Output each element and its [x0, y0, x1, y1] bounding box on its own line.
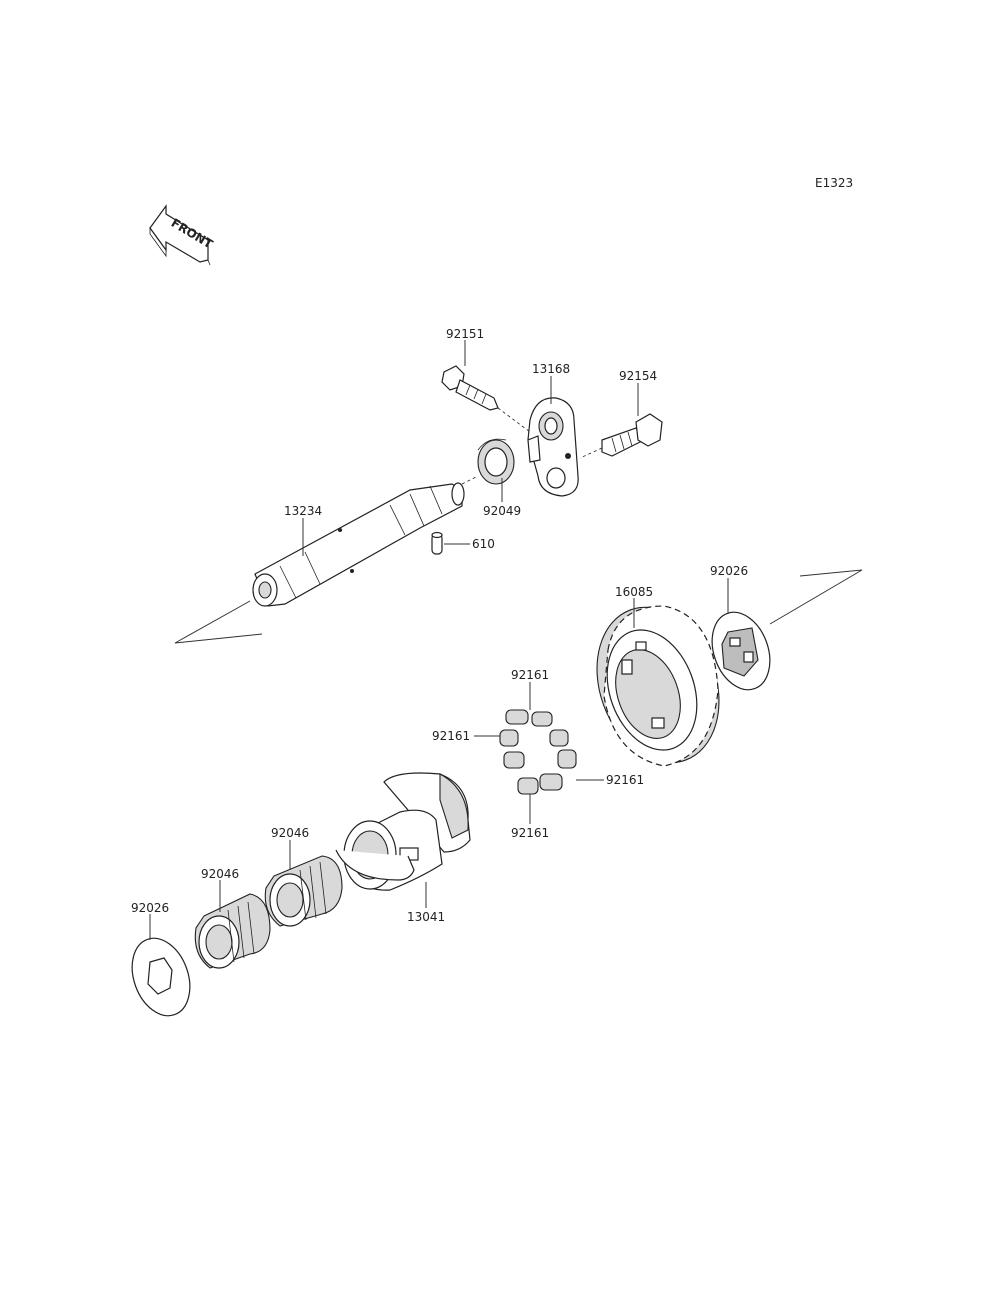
clutch-13041 [335, 772, 471, 891]
callout-92161-left: 92161 [432, 729, 470, 743]
front-arrow-icon: FRONT [149, 204, 216, 266]
callout-92046-upper: 92046 [271, 826, 309, 840]
callout-92154: 92154 [619, 369, 657, 383]
pin-610 [431, 531, 443, 555]
callout-13168: 13168 [532, 362, 570, 376]
bearing-92046-right [264, 855, 343, 927]
callout-92161-bottom: 92161 [511, 826, 549, 840]
leader-lines [149, 340, 729, 940]
callout-13041: 13041 [407, 910, 445, 924]
callout-92046-lower: 92046 [201, 867, 239, 881]
callout-92161-top: 92161 [511, 668, 549, 682]
washer-92026-upper [711, 611, 771, 691]
rollers-92161 [499, 709, 577, 795]
bracket-13168 [527, 397, 579, 497]
axis-guide-right [769, 569, 863, 625]
gear-16085 [596, 605, 720, 767]
washer-92026-lower [131, 937, 191, 1017]
callout-92151: 92151 [446, 327, 484, 341]
shaft-13234 [174, 475, 479, 644]
bolt-92151 [441, 365, 531, 433]
callout-16085: 16085 [615, 585, 653, 599]
callout-92026-lower: 92026 [131, 901, 169, 915]
diagram-code: E1323 [815, 176, 853, 190]
callout-92026-upper: 92026 [710, 564, 748, 578]
bolt-92154 [579, 413, 663, 459]
seal-92049 [477, 438, 515, 485]
callout-610: 610 [472, 537, 495, 551]
callout-13234: 13234 [284, 504, 322, 518]
callout-92049: 92049 [483, 504, 521, 518]
bearing-92046-left [194, 893, 271, 969]
callout-92161-right: 92161 [606, 773, 644, 787]
